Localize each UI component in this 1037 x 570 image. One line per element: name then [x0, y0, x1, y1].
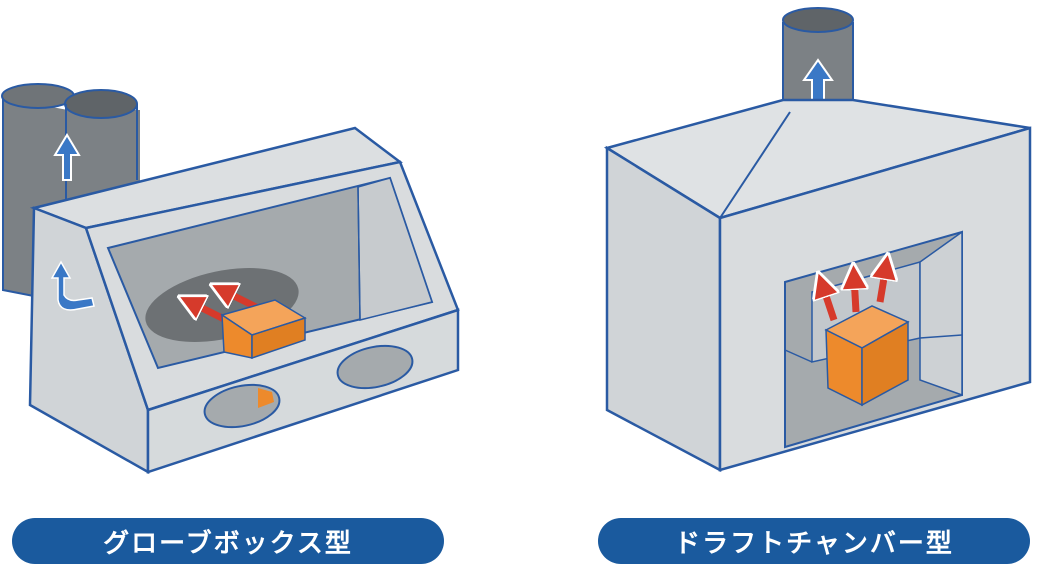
draft-chamber-illustration [603, 7, 1032, 473]
draft-chamber-sample-box [824, 305, 910, 407]
curved-arrow-icon [50, 260, 95, 311]
glovebox-illustration [1, 83, 460, 475]
glovebox-sample-box [220, 299, 307, 360]
glove-port-right [336, 344, 414, 390]
airflow-arrow-icon [822, 266, 886, 322]
diagram-svg [1, 7, 1032, 475]
up-arrow-icon [53, 133, 81, 181]
glovebox-label: グローブボックス型 [12, 518, 444, 564]
draft-chamber-label: ドラフトチャンバー型 [598, 518, 1030, 564]
